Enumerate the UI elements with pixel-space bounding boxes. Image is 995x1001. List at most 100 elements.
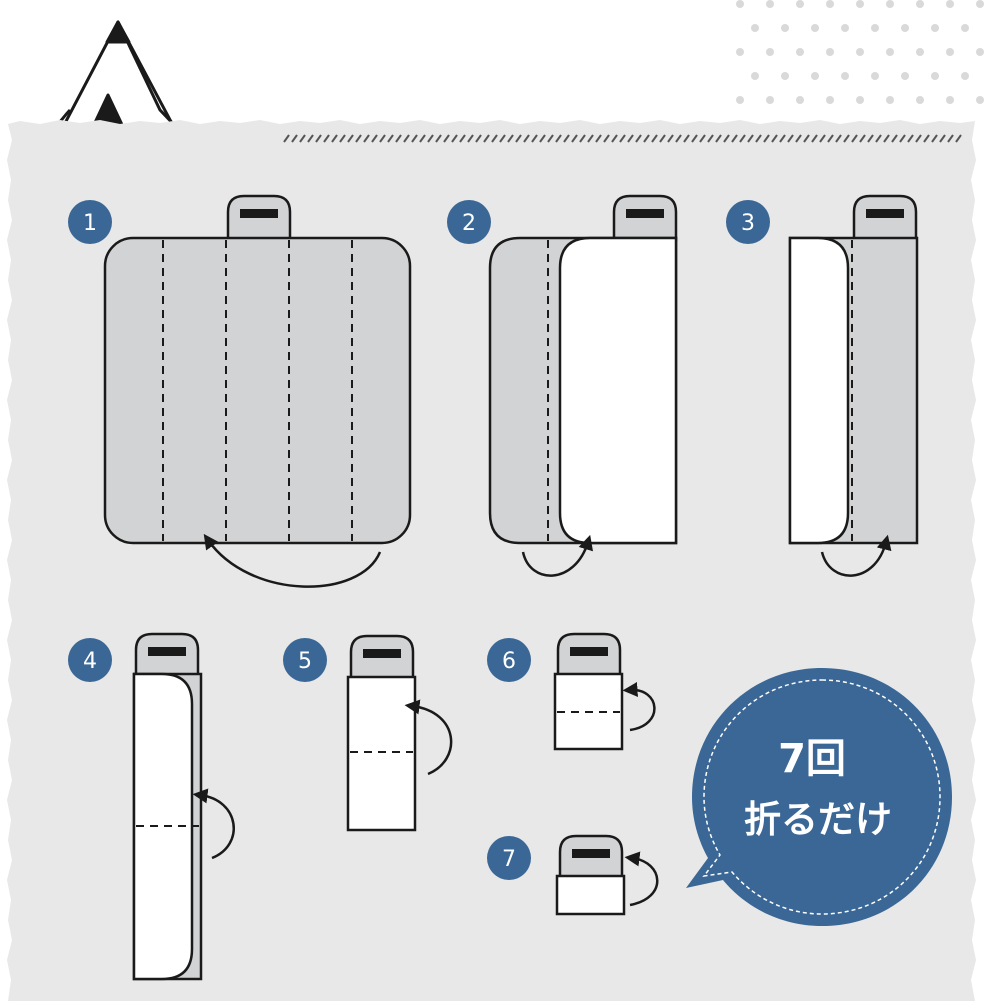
hatch-mark	[491, 134, 498, 143]
bubble-line1: 7回	[778, 736, 846, 782]
hatch-mark	[363, 134, 370, 143]
dot	[886, 0, 894, 8]
bubble-stitching	[702, 679, 941, 915]
handle-slot	[866, 209, 904, 218]
mat-white-part	[346, 675, 417, 832]
hatch-mark	[651, 134, 658, 143]
dot	[931, 72, 939, 80]
hatch-mark	[907, 134, 914, 143]
fold-arrow	[624, 851, 659, 907]
hatch-mark	[755, 134, 762, 143]
hatch-mark	[283, 134, 290, 143]
step-number: 5	[298, 649, 312, 674]
step-number: 7	[502, 847, 516, 872]
hatch-mark	[827, 134, 834, 143]
hatch-mark	[667, 134, 674, 143]
hatch-mark	[403, 134, 410, 143]
hatch-mark	[483, 134, 490, 143]
step-1: 1	[68, 194, 412, 588]
hatch-mark	[763, 134, 770, 143]
hatch-mark	[587, 134, 594, 143]
hatch-mark	[571, 134, 578, 143]
hatch-mark	[411, 134, 418, 143]
hatch-mark	[691, 134, 698, 143]
hatch-mark	[899, 134, 906, 143]
hatch-mark	[579, 134, 586, 143]
hatch-mark	[659, 134, 666, 143]
dot	[901, 72, 909, 80]
step-6: 6	[487, 632, 656, 751]
hatch-mark	[787, 134, 794, 143]
decorative-dots	[736, 0, 984, 104]
dot	[946, 48, 954, 56]
hatch-mark	[627, 134, 634, 143]
handle-slot	[626, 209, 664, 218]
dot	[826, 0, 834, 8]
dot	[796, 96, 804, 104]
step-2: 2	[447, 194, 678, 577]
hatch-mark	[851, 134, 858, 143]
step-badge	[68, 200, 112, 244]
hatch-mark	[795, 134, 802, 143]
dot	[961, 24, 969, 32]
dot	[811, 24, 819, 32]
step-badge	[726, 200, 770, 244]
handle-slot	[240, 209, 278, 218]
hatch-mark	[683, 134, 690, 143]
hatch-mark	[875, 134, 882, 143]
hatch-mark	[419, 134, 426, 143]
hatch-mark	[619, 134, 626, 143]
hatch-mark	[707, 134, 714, 143]
dot	[916, 48, 924, 56]
hatch-mark	[291, 134, 298, 143]
dot	[976, 48, 984, 56]
hatch-mark	[611, 134, 618, 143]
hatch-mark	[723, 134, 730, 143]
hatch-mark	[955, 134, 962, 143]
hatch-mark	[819, 134, 826, 143]
hatch-mark	[395, 134, 402, 143]
hatch-mark	[739, 134, 746, 143]
hatch-mark	[867, 134, 874, 143]
hatch-mark	[843, 134, 850, 143]
dot	[916, 0, 924, 8]
hatch-mark	[323, 134, 330, 143]
dot	[736, 0, 744, 8]
fold-arrow	[404, 699, 453, 776]
step-badge	[487, 638, 531, 682]
dot	[736, 48, 744, 56]
dot	[946, 96, 954, 104]
dot	[766, 48, 774, 56]
mat-white-part	[132, 672, 194, 981]
handle-slot	[572, 849, 610, 858]
hatch-mark	[643, 134, 650, 143]
dot	[916, 96, 924, 104]
dot	[781, 72, 789, 80]
dot	[796, 0, 804, 8]
fold-arrow	[521, 534, 593, 577]
hatch-mark	[531, 134, 538, 143]
hatch-mark	[915, 134, 922, 143]
hatch-mark	[803, 134, 810, 143]
hatch-mark	[371, 134, 378, 143]
hatch-mark	[947, 134, 954, 143]
step-number: 3	[741, 211, 755, 236]
step-4: 4	[68, 632, 235, 981]
hatch-mark	[595, 134, 602, 143]
handle-slot	[363, 649, 401, 658]
hatch-mark	[355, 134, 362, 143]
hatch-mark	[507, 134, 514, 143]
fold-arrow	[622, 682, 656, 732]
dot	[751, 24, 759, 32]
hatch-mark	[811, 134, 818, 143]
hatch-mark	[891, 134, 898, 143]
fold-arrow	[820, 534, 892, 577]
dot	[766, 96, 774, 104]
hatch-mark	[539, 134, 546, 143]
dot	[841, 24, 849, 32]
handle-slot	[148, 647, 186, 656]
hatch-mark	[635, 134, 642, 143]
step-badge	[447, 200, 491, 244]
hatch-mark	[499, 134, 506, 143]
step-badge	[283, 638, 327, 682]
